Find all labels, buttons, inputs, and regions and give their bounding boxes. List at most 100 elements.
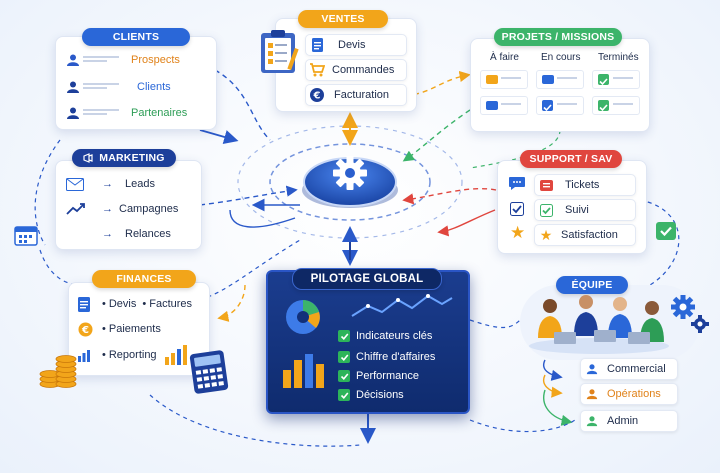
euro-coin-icon: € bbox=[78, 322, 100, 337]
user-icon bbox=[581, 388, 603, 400]
check-icon bbox=[598, 74, 609, 86]
clipboard-icon bbox=[258, 28, 302, 81]
clients-row-partenaires[interactable]: Partenaires bbox=[63, 103, 213, 123]
ventes-label-devis: Devis bbox=[338, 39, 366, 51]
marketing-row-relances[interactable]: → Relances bbox=[66, 224, 196, 244]
pilotage-item-ca[interactable]: Chiffre d'affaires bbox=[338, 351, 435, 363]
check-icon bbox=[338, 389, 350, 401]
central-hub[interactable] bbox=[300, 140, 400, 210]
user-icon bbox=[581, 363, 603, 375]
svg-text:€: € bbox=[81, 325, 89, 336]
pilotage-title: PILOTAGE GLOBAL bbox=[292, 268, 442, 290]
projets-column-encours: En cours bbox=[541, 52, 581, 63]
kanban-card[interactable] bbox=[480, 96, 528, 115]
bar-chart-icon bbox=[164, 345, 187, 365]
marketing-label-relances: Relances bbox=[125, 228, 171, 240]
arrow-icon: → bbox=[102, 203, 113, 215]
user-icon bbox=[581, 415, 603, 427]
coins-icon bbox=[38, 344, 78, 393]
equipe-row-operations[interactable]: Opérations bbox=[580, 383, 678, 405]
star-icon: ★ bbox=[510, 223, 526, 242]
equipe-row-admin[interactable]: Admin bbox=[580, 410, 678, 432]
document-icon bbox=[78, 296, 100, 312]
task-icon bbox=[486, 75, 498, 84]
finances-label-paiements: Paiements bbox=[108, 323, 161, 335]
equipe-row-commercial[interactable]: Commercial bbox=[580, 358, 678, 380]
check-icon bbox=[535, 203, 557, 217]
marketing-panel bbox=[55, 160, 202, 250]
pilotage-item-indicateurs[interactable]: Indicateurs clés bbox=[338, 330, 432, 342]
marketing-row-leads[interactable]: → Leads bbox=[66, 174, 196, 194]
kanban-card[interactable] bbox=[592, 70, 640, 89]
kanban-card[interactable] bbox=[480, 70, 528, 89]
pilotage-label-decisions: Décisions bbox=[356, 389, 404, 401]
support-label-suivi: Suivi bbox=[565, 204, 589, 216]
marketing-title: MARKETING bbox=[72, 149, 176, 167]
ventes-row-facturation[interactable]: € Facturation bbox=[305, 84, 407, 106]
clients-row-prospects[interactable]: Prospects bbox=[63, 50, 213, 70]
svg-text:€: € bbox=[313, 91, 321, 102]
support-row-tickets[interactable]: Tickets bbox=[534, 174, 636, 196]
arrow-icon: → bbox=[102, 178, 113, 190]
user-icon bbox=[63, 53, 83, 67]
check-badge-icon bbox=[656, 222, 676, 245]
projets-column-termines: Terminés bbox=[598, 52, 639, 63]
finances-row-reporting[interactable]: • Reporting bbox=[78, 344, 203, 366]
projets-title: PROJETS / MISSIONS bbox=[494, 28, 622, 46]
support-label-satisfaction: Satisfaction bbox=[561, 229, 618, 241]
task-icon bbox=[542, 75, 554, 84]
marketing-row-campagnes[interactable]: → Campagnes bbox=[66, 199, 196, 219]
pilotage-label-indicateurs: Indicateurs clés bbox=[356, 330, 433, 342]
star-icon: ★ bbox=[539, 226, 553, 243]
support-row-satisfaction[interactable]: ★ Satisfaction bbox=[534, 224, 636, 246]
clients-row-clients[interactable]: Clients bbox=[63, 77, 213, 97]
support-label-tickets: Tickets bbox=[565, 179, 600, 191]
arrow-icon: → bbox=[102, 228, 113, 240]
gear-icon bbox=[329, 154, 371, 197]
ticket-icon bbox=[535, 179, 557, 191]
equipe-label-commercial: Commercial bbox=[607, 363, 666, 375]
document-icon bbox=[306, 38, 328, 52]
clients-label-partenaires: Partenaires bbox=[131, 107, 188, 119]
trend-icon bbox=[66, 202, 88, 216]
kanban-card[interactable] bbox=[592, 96, 640, 115]
equipe-label-operations: Opérations bbox=[607, 388, 661, 400]
clients-title: CLIENTS bbox=[82, 28, 190, 46]
line-placeholder bbox=[83, 109, 119, 117]
ventes-row-devis[interactable]: Devis bbox=[305, 34, 407, 56]
pilotage-label-ca: Chiffre d'affaires bbox=[356, 351, 436, 363]
finances-row-devis-factures[interactable]: • Devis • Factures bbox=[78, 294, 203, 314]
pilotage-item-performance[interactable]: Performance bbox=[338, 370, 419, 382]
kanban-card[interactable] bbox=[536, 96, 584, 115]
marketing-title-text: MARKETING bbox=[99, 152, 165, 164]
ventes-row-commandes[interactable]: Commandes bbox=[305, 59, 407, 81]
task-icon bbox=[486, 101, 498, 110]
calculator-icon bbox=[188, 350, 230, 399]
support-row-suivi[interactable]: Suivi bbox=[534, 199, 636, 221]
check-icon bbox=[338, 351, 350, 363]
check-icon bbox=[338, 330, 350, 342]
check-icon bbox=[542, 100, 553, 112]
pilotage-item-decisions[interactable]: Décisions bbox=[338, 389, 404, 401]
user-icon bbox=[63, 106, 83, 120]
euro-icon: € bbox=[306, 88, 328, 102]
equipe-label-admin: Admin bbox=[607, 415, 639, 427]
kanban-card[interactable] bbox=[536, 70, 584, 89]
megaphone-icon bbox=[83, 153, 94, 163]
gears-icon bbox=[668, 292, 712, 341]
line-chart-icon bbox=[350, 292, 454, 325]
ventes-label-facturation: Facturation bbox=[334, 89, 390, 101]
ventes-title: VENTES bbox=[298, 10, 388, 28]
checkbox-icon bbox=[510, 202, 524, 221]
calendar-icon bbox=[14, 224, 38, 251]
finances-row-paiements[interactable]: € • Paiements bbox=[78, 319, 203, 339]
pie-chart-icon bbox=[282, 296, 324, 343]
marketing-label-campagnes: Campagnes bbox=[119, 203, 179, 215]
finances-title: FINANCES bbox=[92, 270, 196, 288]
finances-label-devis: Devis bbox=[108, 298, 137, 310]
clients-label-prospects: Prospects bbox=[131, 54, 180, 66]
finances-label-factures: Factures bbox=[149, 298, 193, 310]
bar-chart-icon bbox=[78, 348, 100, 362]
team-illustration bbox=[524, 292, 674, 359]
support-title: SUPPORT / SAV bbox=[520, 150, 622, 168]
